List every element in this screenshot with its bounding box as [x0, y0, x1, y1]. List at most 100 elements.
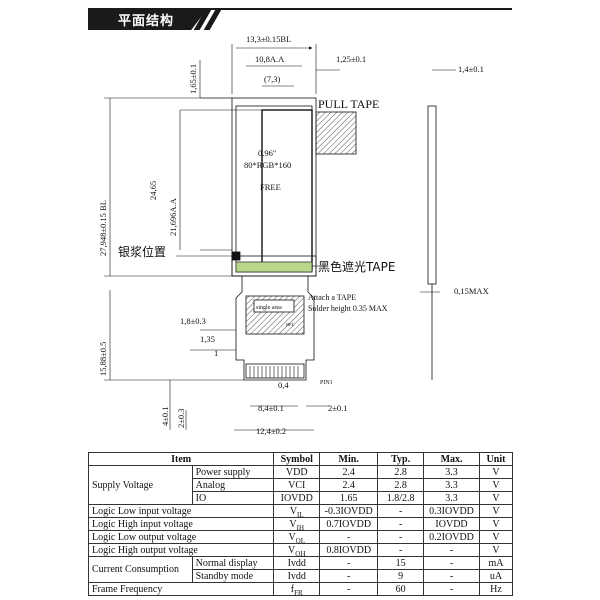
dim-fpc-one: 1	[214, 348, 218, 358]
dim-inner: (7,3)	[264, 74, 280, 84]
cell-typ: 60	[377, 582, 425, 596]
symbol-main: V	[288, 531, 296, 543]
row-sub-label: IO	[191, 491, 275, 505]
dim-stiff: 0,15MAX	[454, 286, 489, 296]
black-tape	[235, 261, 313, 273]
symbol-main: V	[288, 544, 296, 556]
table-row: Logic Low output voltage VOL - - 0.2IOVD…	[87, 530, 513, 544]
cell-unit: V	[479, 478, 513, 492]
dim-visible-height: 24,65	[148, 181, 158, 200]
row-group-label: Current Consumption	[88, 556, 193, 583]
cell-symbol: fFR	[273, 582, 321, 597]
cell-symbol: Ivdd	[273, 556, 321, 570]
label-black-tape: 黑色遮光TAPE	[318, 259, 395, 274]
col-header-symbol: Symbol	[273, 452, 321, 466]
dim-right-top: 1,25±0.1	[336, 54, 366, 64]
cell-symbol: VDD	[273, 465, 321, 479]
fpc-pins	[249, 366, 299, 378]
dim-pins-width: 8,4±0.1	[258, 403, 284, 413]
cell-unit: V	[479, 543, 513, 557]
dimension-lines	[104, 44, 456, 431]
symbol-main: V	[289, 505, 298, 517]
dim-fpc-width: 12,4±0.2	[256, 426, 286, 436]
table-row: Logic Low input voltage VIL -0.3IOVDD - …	[87, 504, 513, 518]
cell-max: 3.3	[423, 465, 481, 479]
fpc-pin-area	[245, 363, 305, 379]
cell-unit: V	[479, 530, 513, 544]
cell-symbol: IOVDD	[273, 491, 321, 505]
row-sub-label: Power supply	[191, 465, 275, 479]
cell-unit: V	[479, 517, 513, 531]
cell-typ: 2.8	[377, 478, 425, 492]
symbol-sub: IH	[296, 523, 305, 532]
table-header-row: Item Symbol Min. Typ. Max. Unit	[87, 452, 513, 466]
cell-max: 3.3	[423, 491, 481, 505]
pull-tape	[315, 111, 357, 155]
cell-max: -	[423, 543, 481, 557]
cell-typ: -	[377, 517, 425, 531]
section-title: 平面结构	[118, 14, 175, 29]
cell-min: 1.65	[319, 491, 379, 505]
mechanical-drawing: 13,3±0.15BL 10,8A.A (7,3) 1,25±0.1 1,4±0…	[98, 34, 489, 436]
label-solder-height: Solder height 0.35 MAX	[308, 304, 388, 313]
cell-min: -	[319, 530, 379, 544]
col-header-min: Min.	[319, 452, 379, 466]
cell-max: 0.2IOVDD	[423, 530, 481, 544]
single-area	[253, 299, 295, 313]
col-header-item: Item	[87, 452, 275, 466]
cell-unit: V	[479, 491, 513, 505]
cell-min: -	[319, 582, 379, 596]
cell-typ: 1.8/2.8	[377, 491, 425, 505]
cell-typ: 15	[377, 556, 425, 570]
cell-typ: -	[377, 504, 425, 518]
section-banner: 平面结构	[88, 8, 512, 30]
dim-aa-width: 10,8A.A	[255, 54, 285, 64]
table-row: Standby mode Ivdd - 9 - uA	[89, 569, 513, 583]
spec-table: Item Symbol Min. Typ. Max. Unit Supply V…	[87, 452, 513, 597]
cell-symbol: VOL	[273, 530, 321, 544]
banner-rule	[188, 8, 512, 10]
cell-symbol: Ivdd	[273, 569, 321, 583]
dim-right-gap: 2±0.1	[328, 403, 348, 413]
cell-symbol: VIL	[273, 504, 321, 518]
cell-min: 2.4	[319, 465, 379, 479]
symbol-sub: OH	[295, 549, 306, 558]
table-row: Logic High output voltage VOH 0.8IOVDD -…	[87, 543, 513, 558]
label-pull-tape: PULL TAPE	[318, 97, 379, 111]
cell-symbol: VOH	[273, 543, 321, 558]
cell-max: -	[423, 556, 481, 570]
label-single-area: single area	[256, 305, 282, 311]
table-row: Current Consumption Normal display Ivdd …	[88, 556, 513, 583]
table-row: IO IOVDD 1.65 1.8/2.8 3.3 V	[89, 491, 513, 505]
row-item-label: Logic High input voltage	[87, 517, 275, 531]
table-row: Analog VCI 2.4 2.8 3.3 V	[89, 478, 513, 492]
dim-pitch: 0,4	[278, 380, 289, 390]
row-group-label: Supply Voltage	[88, 465, 193, 505]
dim-bottom-2: 2±0.3	[176, 408, 186, 428]
col-header-unit: Unit	[479, 452, 513, 466]
cell-min: -	[319, 556, 379, 570]
row-item-label: Logic Low output voltage	[87, 530, 275, 544]
dim-fpc-offset: 1,8±0.3	[180, 316, 206, 326]
row-item-label: Logic Low input voltage	[87, 504, 275, 518]
cell-min: 0.7IOVDD	[319, 517, 379, 531]
cell-min: -	[319, 569, 379, 583]
cell-symbol: VIH	[273, 517, 321, 532]
dim-fpc-small: 1,35	[200, 334, 215, 344]
side-view	[427, 105, 437, 285]
label-pin1: PIN1	[320, 380, 333, 386]
cell-max: 3.3	[423, 478, 481, 492]
col-header-typ: Typ.	[377, 452, 425, 466]
cell-min: 0.8IOVDD	[319, 543, 379, 557]
cell-max: -	[423, 582, 481, 596]
cell-max: -	[423, 569, 481, 583]
cell-unit: Hz	[479, 582, 513, 596]
col-header-max: Max.	[423, 452, 481, 466]
cell-unit: mA	[479, 556, 513, 570]
dim-bottom-4: 4±0.1	[160, 406, 170, 426]
cell-max: IOVDD	[423, 517, 481, 531]
dim-aa-height: 21,696A.A	[168, 197, 178, 236]
cell-min: -0.3IOVDD	[319, 504, 379, 518]
dim-total-height: 27,948±0.15 BL	[98, 200, 108, 256]
symbol-sub: FR	[294, 588, 303, 597]
